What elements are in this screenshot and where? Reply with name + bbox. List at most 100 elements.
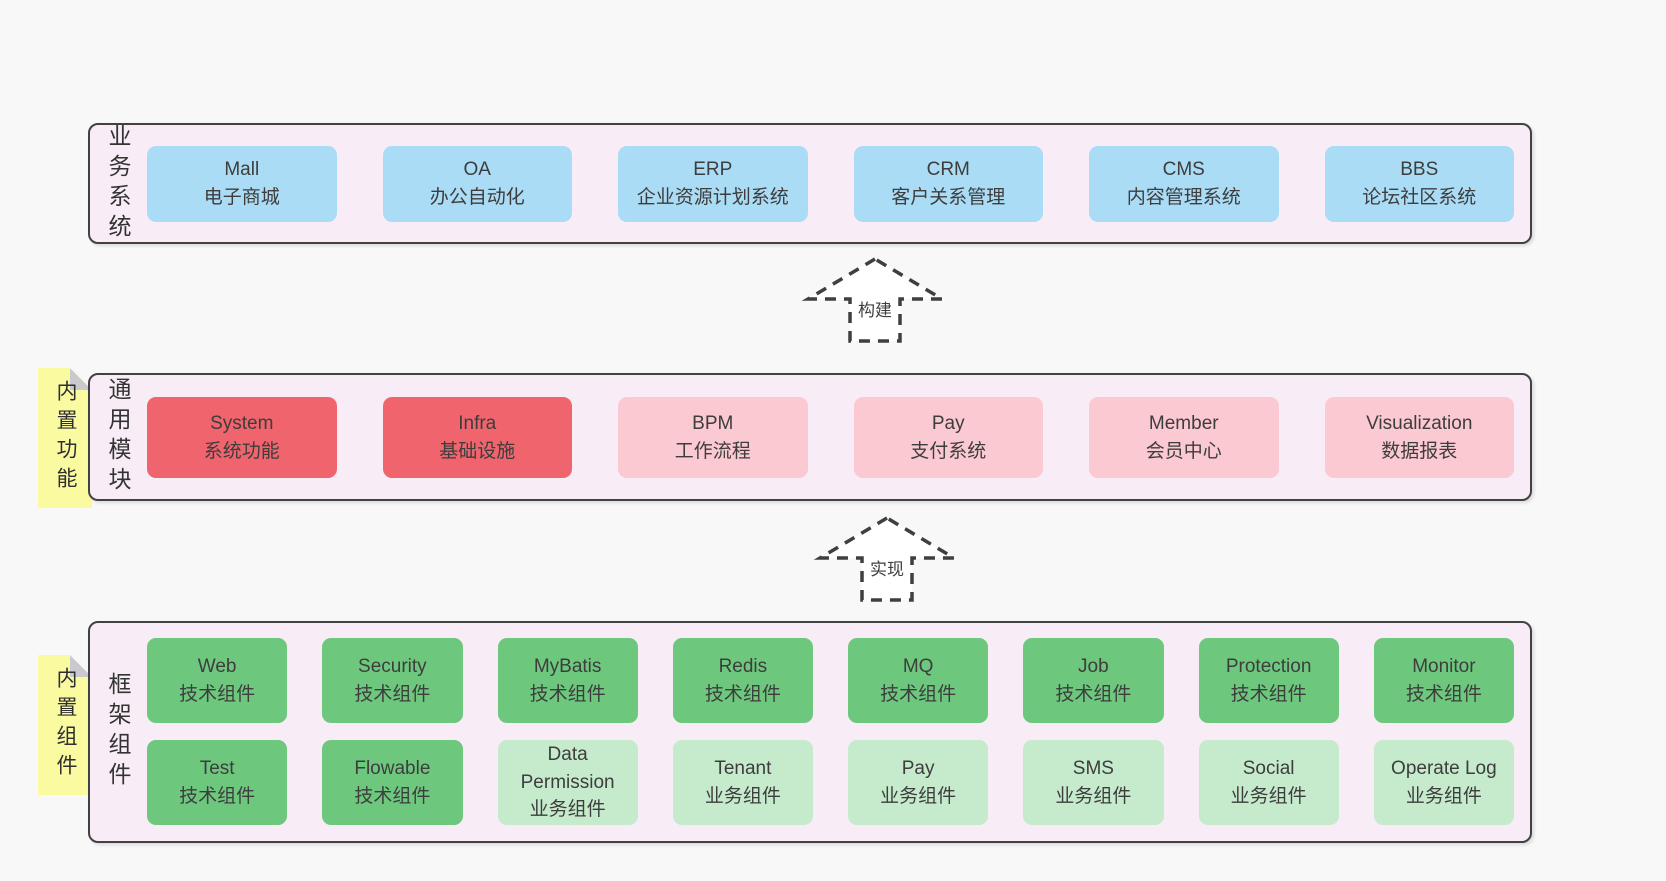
box-sms: SMS 业务组件 <box>1023 740 1164 825</box>
box-subtitle: 技术组件 <box>179 683 256 705</box>
box-title: CRM <box>926 159 970 181</box>
box-subtitle: 客户关系管理 <box>891 187 1006 208</box>
box-subtitle: 技术组件 <box>1230 683 1307 705</box>
box-title: Protection <box>1225 655 1312 677</box>
box-subtitle: 支付系统 <box>910 440 987 462</box>
panel-business-systems: 业务系统 Mall 电子商城 OA 办公自动化 ERP 企业资源计划系统 CRM… <box>88 123 1532 244</box>
box-bpm: BPM 工作流程 <box>618 397 808 478</box>
box-mall: Mall 电子商城 <box>147 146 337 222</box>
components-row-2: Test 技术组件 Flowable 技术组件 Data Permission … <box>147 740 1514 825</box>
box-subtitle: 业务组件 <box>1230 785 1307 807</box>
box-title: Monitor <box>1412 655 1476 677</box>
box-oa: OA 办公自动化 <box>382 146 572 222</box>
arrow-label: 实现 <box>867 554 907 581</box>
box-bbs: BBS 论坛社区系统 <box>1324 146 1514 222</box>
box-title: CMS <box>1162 159 1205 181</box>
box-title: Flowable <box>354 757 431 779</box>
box-title: BBS <box>1400 159 1439 181</box>
arrow-implement: 实现 <box>812 514 962 604</box>
box-subtitle: 会员中心 <box>1145 440 1222 462</box>
box-data-permission: Data Permission 业务组件 <box>497 740 638 825</box>
box-crm: CRM 客户关系管理 <box>853 146 1043 222</box>
box-subtitle: 技术组件 <box>880 683 957 705</box>
box-title: Data Permission <box>520 744 615 793</box>
box-subtitle: 技术组件 <box>179 785 256 807</box>
box-subtitle: 数据报表 <box>1381 440 1458 462</box>
box-protection: Protection 技术组件 <box>1198 638 1339 723</box>
box-cms: CMS 内容管理系统 <box>1089 146 1279 222</box>
box-pay-component: Pay 业务组件 <box>848 740 989 825</box>
box-social: Social 业务组件 <box>1198 740 1339 825</box>
box-title: System <box>210 412 274 434</box>
sticky-note-label: 内置功能 <box>54 380 77 496</box>
sticky-note-builtin-functions: 内置功能 <box>38 368 92 508</box>
box-title: Infra <box>458 412 497 434</box>
box-mq: MQ 技术组件 <box>848 638 989 723</box>
box-title: Member <box>1148 412 1219 434</box>
box-subtitle: 技术组件 <box>1405 683 1482 705</box>
box-title: OA <box>463 159 491 181</box>
box-system: System 系统功能 <box>147 397 337 478</box>
box-security: Security 技术组件 <box>322 638 463 723</box>
panel-common-modules: 通用模块 System 系统功能 Infra 基础设施 BPM 工作流程 Pay… <box>88 373 1532 501</box>
box-title: Test <box>199 757 235 779</box>
box-title: Web <box>197 655 237 677</box>
box-job: Job 技术组件 <box>1023 638 1164 723</box>
panel-label: 框架组件 <box>105 672 131 792</box>
box-monitor: Monitor 技术组件 <box>1373 638 1514 723</box>
box-subtitle: 内容管理系统 <box>1126 187 1241 208</box>
box-title: ERP <box>693 159 733 181</box>
box-subtitle: 企业资源计划系统 <box>636 187 789 208</box>
box-web: Web 技术组件 <box>147 638 288 723</box>
box-title: Redis <box>718 655 768 677</box>
box-infra: Infra 基础设施 <box>382 397 572 478</box>
arrow-label: 构建 <box>855 295 895 322</box>
box-subtitle: 技术组件 <box>1055 683 1132 705</box>
box-subtitle: 基础设施 <box>439 440 516 462</box>
box-title: Pay <box>931 412 965 434</box>
box-subtitle: 业务组件 <box>704 785 781 807</box>
box-subtitle: 系统功能 <box>203 440 280 462</box>
panel-framework-components: 框架组件 Web 技术组件 Security 技术组件 MyBatis 技术组件… <box>88 621 1532 843</box>
box-subtitle: 业务组件 <box>1405 785 1482 807</box>
box-mybatis: MyBatis 技术组件 <box>497 638 638 723</box>
box-title: MyBatis <box>533 655 602 677</box>
box-subtitle: 电子商城 <box>203 187 280 208</box>
box-test: Test 技术组件 <box>147 740 288 825</box>
box-subtitle: 技术组件 <box>529 683 606 705</box>
box-title: Job <box>1078 655 1109 677</box>
arrow-build: 构建 <box>800 255 950 345</box>
box-subtitle: 业务组件 <box>529 799 606 821</box>
components-row-1: Web 技术组件 Security 技术组件 MyBatis 技术组件 Redi… <box>147 638 1514 723</box>
box-title: Pay <box>901 757 935 779</box>
box-subtitle: 技术组件 <box>704 683 781 705</box>
box-title: SMS <box>1072 757 1114 779</box>
box-title: Social <box>1242 757 1295 779</box>
box-title: Operate Log <box>1391 757 1497 779</box>
box-title: Tenant <box>714 757 772 779</box>
box-subtitle: 技术组件 <box>354 683 431 705</box>
box-subtitle: 办公自动化 <box>429 187 525 208</box>
box-pay-module: Pay 支付系统 <box>853 397 1043 478</box>
box-subtitle: 业务组件 <box>880 785 957 807</box>
box-subtitle: 论坛社区系统 <box>1362 187 1477 208</box>
box-redis: Redis 技术组件 <box>672 638 813 723</box>
panel-label: 通用模块 <box>105 377 131 497</box>
box-title: Security <box>358 655 427 677</box>
box-erp: ERP 企业资源计划系统 <box>618 146 808 222</box>
box-operate-log: Operate Log 业务组件 <box>1373 740 1514 825</box>
box-flowable: Flowable 技术组件 <box>322 740 463 825</box>
business-boxes-row: Mall 电子商城 OA 办公自动化 ERP 企业资源计划系统 CRM 客户关系… <box>147 146 1514 222</box>
panel-label: 业务系统 <box>105 123 131 244</box>
box-member: Member 会员中心 <box>1089 397 1279 478</box>
box-visualization: Visualization 数据报表 <box>1324 397 1514 478</box>
box-subtitle: 业务组件 <box>1055 785 1132 807</box>
box-title: BPM <box>692 412 734 434</box>
box-subtitle: 工作流程 <box>674 440 751 462</box>
box-tenant: Tenant 业务组件 <box>672 740 813 825</box>
box-title: Mall <box>224 159 260 181</box>
box-subtitle: 技术组件 <box>354 785 431 807</box>
box-title: MQ <box>902 655 934 677</box>
sticky-note-builtin-components: 内置组件 <box>38 655 92 795</box>
